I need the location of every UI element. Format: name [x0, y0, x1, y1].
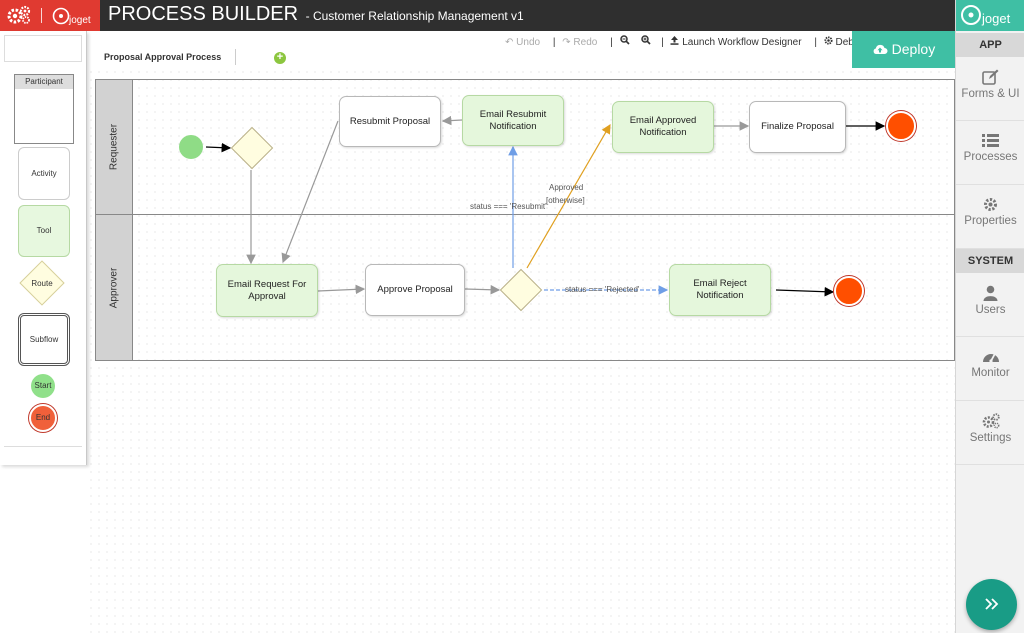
- app-subtitle: - Customer Relationship Management v1: [305, 9, 524, 23]
- sidebar-item-forms[interactable]: Forms & UI: [956, 57, 1024, 121]
- process-tab-bar: Proposal Approval Process +: [90, 31, 852, 68]
- sidebar-item-label: Forms & UI: [961, 88, 1020, 100]
- transition-request-approve: [317, 284, 366, 295]
- lane-divider: [96, 214, 955, 215]
- palette-participant-label: Participant: [15, 75, 73, 89]
- palette-footer: [4, 446, 82, 460]
- palette-start[interactable]: Start: [31, 374, 55, 398]
- tool-email-reject[interactable]: Email Reject Notification: [669, 264, 771, 316]
- sidebar-item-label: Processes: [963, 151, 1018, 163]
- builder-title: PROCESS BUILDER: [108, 3, 299, 25]
- sidebar-item-label: Settings: [969, 432, 1012, 444]
- activity-approve-proposal[interactable]: Approve Proposal: [365, 264, 465, 316]
- toolbar-divider: |: [610, 37, 613, 48]
- transition-notif-resubmit: [441, 115, 463, 126]
- debug-button[interactable]: Debug: [824, 36, 868, 48]
- toolbar-divider: |: [552, 37, 556, 48]
- user-icon: [983, 285, 998, 301]
- edit-icon: [982, 69, 999, 85]
- tab-divider: [235, 49, 236, 65]
- joget-logo-icon: joget: [52, 7, 91, 26]
- gears-icon: [982, 413, 1000, 429]
- sidebar-item-settings[interactable]: Settings: [956, 401, 1024, 465]
- launch-designer-button[interactable]: Launch Workflow Designer: [670, 36, 807, 48]
- palette-activity[interactable]: Activity: [18, 147, 70, 200]
- transition-reject-end: [775, 286, 835, 297]
- section-app: APP: [956, 33, 1024, 57]
- end-node[interactable]: [834, 276, 864, 306]
- tab-proposal-approval[interactable]: Proposal Approval Process: [104, 52, 222, 62]
- transition-approve-route: [464, 284, 501, 295]
- joget-brand[interactable]: joget: [956, 0, 1024, 31]
- page-title: PROCESS BUILDER - Customer Relationship …: [108, 3, 524, 26]
- zoom-in-icon[interactable]: [641, 35, 654, 48]
- canvas-toolbar: ↶ Undo | ↷ Redo | | Launch Workflow Desi…: [505, 35, 871, 48]
- section-system: SYSTEM: [956, 249, 1024, 273]
- activity-resubmit-proposal[interactable]: Resubmit Proposal: [339, 96, 441, 147]
- palette-end[interactable]: End: [29, 404, 57, 432]
- transition-route-approved: [526, 123, 611, 269]
- transition-label-resubmit: status === 'Resubmit': [470, 202, 547, 211]
- element-palette: Participant Activity Tool Route Subflow …: [0, 31, 87, 465]
- toolbar-divider: |: [661, 37, 664, 48]
- transition-start-route: [205, 142, 232, 153]
- transition-label-rejected: status === 'Rejected': [565, 285, 640, 294]
- redo-button[interactable]: ↷ Redo: [562, 37, 598, 48]
- process-canvas[interactable]: [87, 68, 955, 633]
- zoom-out-icon[interactable]: [619, 35, 633, 48]
- upload-icon: [670, 36, 679, 45]
- tool-email-resubmit[interactable]: Email Resubmit Notification: [462, 95, 564, 146]
- joget-logo-text: joget: [68, 15, 91, 26]
- toolbar-divider: |: [814, 37, 817, 48]
- palette-tool[interactable]: Tool: [18, 205, 70, 257]
- sidebar-item-processes[interactable]: Processes: [956, 121, 1024, 185]
- tool-email-approved[interactable]: Email Approved Notification: [612, 101, 714, 153]
- end-node[interactable]: [886, 111, 916, 141]
- sidebar-item-monitor[interactable]: Monitor: [956, 337, 1024, 401]
- transition-label-approved: Approved: [549, 183, 584, 192]
- lane-header-approver[interactable]: Approver: [96, 215, 133, 360]
- joget-logo-icon: joget: [961, 5, 1011, 26]
- sidebar-item-properties[interactable]: Properties: [956, 185, 1024, 249]
- activity-finalize-proposal[interactable]: Finalize Proposal: [749, 101, 846, 153]
- expand-button[interactable]: [966, 579, 1017, 630]
- add-process-button[interactable]: +: [274, 52, 286, 64]
- start-node[interactable]: [179, 135, 203, 159]
- sidebar-item-label: Users: [975, 304, 1006, 316]
- palette-subflow[interactable]: Subflow: [18, 313, 70, 366]
- undo-button[interactable]: ↶ Undo: [505, 37, 541, 48]
- transition-lines: [205, 115, 886, 297]
- palette-route[interactable]: Route: [31, 279, 53, 288]
- brand-text: joget: [981, 11, 1011, 26]
- cloud-upload-icon: [873, 44, 888, 54]
- gears-icon: [7, 5, 31, 24]
- logo-area[interactable]: joget: [0, 0, 100, 31]
- logo-divider: [41, 8, 42, 23]
- tool-email-request[interactable]: Email Request For Approval: [216, 264, 318, 317]
- palette-participant[interactable]: Participant: [14, 74, 74, 144]
- app-header: joget PROCESS BUILDER - Customer Relatio…: [0, 0, 955, 31]
- list-icon: [982, 134, 999, 147]
- right-sidebar: joget APP Forms & UI Processes Propertie…: [955, 0, 1024, 633]
- transition-label-otherwise: [otherwise]: [546, 196, 585, 205]
- sidebar-item-label: Monitor: [971, 367, 1010, 379]
- palette-header: [4, 35, 82, 62]
- process-pool: [95, 79, 955, 361]
- dashboard-icon: [982, 354, 999, 363]
- sidebar-item-label: Properties: [964, 215, 1017, 227]
- transition-resubmit-request: [281, 120, 339, 264]
- gear-icon: [984, 198, 997, 211]
- double-chevron-right-icon: [984, 598, 998, 610]
- sidebar-item-users[interactable]: Users: [956, 273, 1024, 337]
- lane-header-requester[interactable]: Requester: [96, 80, 133, 214]
- gear-icon: [824, 36, 833, 45]
- deploy-button[interactable]: Deploy: [852, 31, 955, 68]
